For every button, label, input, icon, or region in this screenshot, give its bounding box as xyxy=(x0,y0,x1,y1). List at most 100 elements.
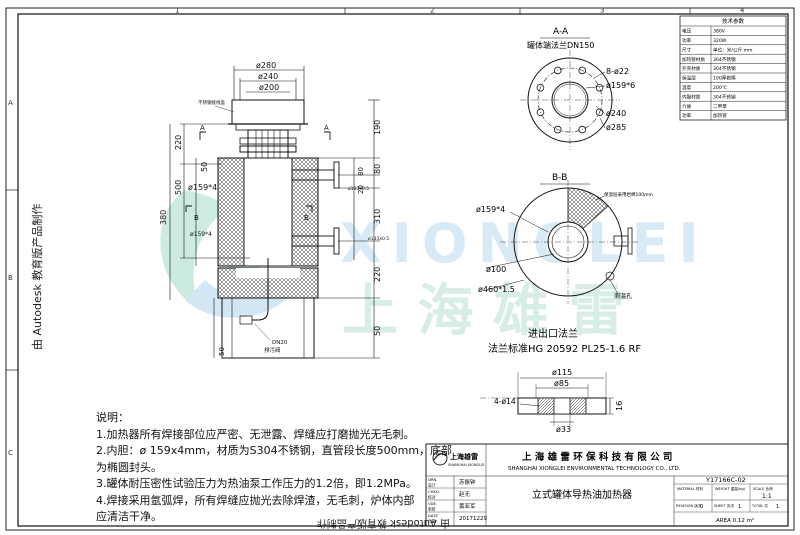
autodesk-vertical-stamp: 由 Autodesk 教育版产品制作 xyxy=(30,204,44,350)
col-head-material: MATERIAL 材料 xyxy=(677,486,703,491)
logo-text: 上海雄雷 xyxy=(450,452,478,461)
aa-bolt-holes: 8-ø22 xyxy=(606,67,629,76)
company-logo: 上海雄雷 SHANGHAI XIONGLEI xyxy=(432,450,484,467)
aa-od: ø285 xyxy=(606,123,626,132)
zone-side-c: C xyxy=(8,449,13,457)
dim-right-190: 190 xyxy=(373,120,382,135)
company-name-en: SHANGHAI XIONGLEI ENVIRONMENTAL TECHNOLO… xyxy=(508,466,681,472)
zone-side-b: B xyxy=(8,274,13,282)
notes-block: 说明： 1.加热器所有焊接部位应严密、无泄露、焊缝应打磨抛光无毛刺。 2.内胆：ø… xyxy=(96,410,453,526)
zone-markers: 1 2 3 4 A B C xyxy=(8,7,745,458)
tech-row-label: 功率 xyxy=(682,112,692,119)
note-line: 1.加热器所有焊接部位应严密、无泄露、焊缝应打磨抛光无毛刺。 xyxy=(96,427,415,441)
section-aa: A-A 罐体端法兰DN150 8-ø22 ø159*6 ø240 ø285 xyxy=(520,27,635,150)
aa-pipe: ø159*6 xyxy=(606,81,635,90)
sheet-value: 1 xyxy=(738,504,741,510)
flange-thickness: 16 xyxy=(615,401,624,411)
tb-role-label: CHKD. xyxy=(428,489,440,494)
tech-row-value: 320W xyxy=(713,38,727,44)
flange-bore: ø33 xyxy=(556,425,571,434)
dim-left-500: 500 xyxy=(174,180,183,195)
tech-row-value: 380V xyxy=(713,29,726,35)
flange-od: ø115 xyxy=(552,368,572,377)
flange-pcd: ø85 xyxy=(554,379,569,388)
dim-bottom-left-50: 50 xyxy=(218,347,226,356)
zone-top-4: 4 xyxy=(740,7,745,15)
right-dimensions xyxy=(310,99,380,359)
section-mark-b-right: B xyxy=(304,214,309,222)
zone-top-1: 1 xyxy=(175,7,179,15)
tb-person-name: 黄亚军 xyxy=(459,502,476,510)
tech-table-title: 技术参数 xyxy=(722,17,745,25)
tb-role-sublabel: 设计 xyxy=(428,483,436,488)
section-bb: B-B ø159*4 ø100 ø460*1.5 保温层采用岩棉100mm 测温… xyxy=(476,173,653,304)
flange-label: ø159*4 xyxy=(190,231,212,238)
bolt-hole xyxy=(578,125,587,134)
tb-person-name: 苏振钟 xyxy=(459,478,476,486)
note-line: 应清洁干净。 xyxy=(96,510,162,523)
logo-subtext: SHANGHAI XIONGLEI xyxy=(448,463,484,467)
junction-box xyxy=(231,99,305,125)
dim-left-50: 50 xyxy=(200,162,209,172)
bb-temp-hole: 测温孔 xyxy=(614,292,632,300)
bolt-hole xyxy=(578,66,587,75)
col-head-scale: SCALE 比例 xyxy=(753,486,773,491)
notes-lines: 1.加热器所有焊接部位应严密、无泄露、焊缝应打磨抛光无毛刺。 2.内胆：ø 159… xyxy=(96,427,453,526)
dim-right-310: 310 xyxy=(373,209,382,224)
section-markers xyxy=(185,131,331,212)
note-line: 3.罐体耐压密性试验压力为热油泵工作压力的1.2倍，即1.2MPa。 xyxy=(96,477,417,490)
pipe-label-upper: ø133x0.5 xyxy=(348,186,369,192)
tech-row-value: 100厚岩棉 xyxy=(713,75,736,82)
drain-pipe xyxy=(252,258,269,321)
tech-row-label: 尺寸 xyxy=(682,46,692,53)
tb-role-sublabel: 日期 xyxy=(428,519,436,524)
tech-row-value: 304不锈钢 xyxy=(713,65,736,72)
bb-insulation-note: 保温层采用岩棉100mm xyxy=(604,191,653,198)
flange-holes: 4-ø14 xyxy=(494,397,516,406)
left-dimensions xyxy=(169,123,250,358)
dim-right-80: 80 xyxy=(373,164,382,174)
dim-right-50: 50 xyxy=(373,326,382,336)
bolt-hole xyxy=(536,108,545,117)
sheet-frame xyxy=(5,7,795,531)
company-name-cn: 上 海 雄 雷 环 保 科 技 有 限 公 司 xyxy=(522,451,672,463)
dim-280: ø280 xyxy=(256,61,276,70)
drawing-title: 立式罐体导热油加热器 xyxy=(532,488,632,501)
dim-right-220: 220 xyxy=(373,267,382,282)
bolt-hole xyxy=(536,83,545,92)
total-value: 1 xyxy=(776,504,779,510)
watermark-brand-text: XIONGLEI xyxy=(340,212,709,275)
bb-shell: ø460*1.5 xyxy=(478,285,515,294)
bb-center: ø100 xyxy=(486,265,506,274)
inner-pipe-label: ø159*4 xyxy=(188,183,217,192)
tech-row-value: 200℃ xyxy=(713,85,727,91)
notes-heading: 说明： xyxy=(96,411,129,424)
tech-row-value: 加热管 xyxy=(713,112,727,119)
sheet-label: SHEET 页次 xyxy=(714,503,734,508)
tech-row-value: 单位：米/公斤 mm xyxy=(713,46,753,53)
total-label: TOTAL 共 xyxy=(751,503,769,508)
tech-row-value: 304不锈钢 xyxy=(713,93,736,100)
tb-person-name: 赵无 xyxy=(459,490,471,498)
bolt-hole xyxy=(595,83,604,92)
tech-row-label: 温度 xyxy=(682,84,692,91)
drain-valve-label: 排污阀 xyxy=(264,346,281,354)
tech-row-label: 外壳材质 xyxy=(682,65,701,72)
zone-top-3: 3 xyxy=(600,7,604,15)
section-mark-a-left: A xyxy=(200,124,205,132)
tech-row-label: 内胆材质 xyxy=(682,93,701,100)
flange-detail-title: 进出口法兰 xyxy=(528,327,578,340)
dim-240: ø240 xyxy=(258,72,278,81)
area-value: AREA 0.12 m² xyxy=(716,517,754,524)
wiring-box-label: 不锈钢接线盒 xyxy=(198,99,225,106)
watermark-chinese-text: 上 海 雄 雷 xyxy=(342,279,625,344)
note-line: 为椭圆封头。 xyxy=(96,460,162,474)
zone-side-a: A xyxy=(8,99,13,107)
section-bb-title: B-B xyxy=(552,173,567,183)
title-block xyxy=(425,443,789,527)
note-line: 2.内胆：ø 159x4mm，材质为S304不锈钢，直管段长度500mm，底部 xyxy=(96,444,453,457)
col-head-weight: WEIGHT 重量(kg) xyxy=(715,486,746,491)
